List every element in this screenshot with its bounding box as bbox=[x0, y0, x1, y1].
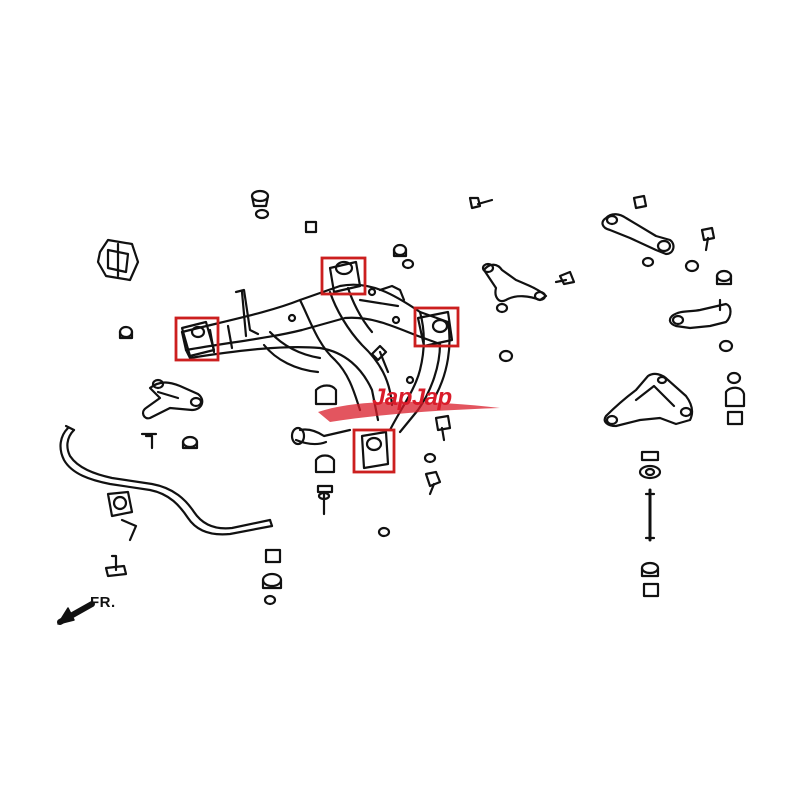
arm-bolt-left bbox=[140, 432, 199, 450]
right-mount-bushing-highlight bbox=[413, 306, 460, 348]
front-left-mount-bushing-highlight bbox=[174, 316, 220, 362]
upper-link-arm bbox=[481, 262, 548, 303]
subframe bbox=[180, 283, 451, 446]
shock-components bbox=[638, 450, 662, 598]
subframe-mount-bracket bbox=[96, 238, 140, 282]
front-center-mount-bushing-highlight bbox=[320, 256, 367, 296]
center-hardware bbox=[250, 189, 576, 606]
traction-rod bbox=[601, 194, 733, 286]
watermark-text: JapJap bbox=[372, 384, 452, 411]
arrow-left-down-icon bbox=[57, 601, 95, 625]
stabilizer-bar bbox=[59, 424, 274, 536]
stabilizer-bushing bbox=[104, 490, 138, 578]
lower-control-arm-right bbox=[603, 371, 746, 428]
upper-left-nut bbox=[118, 325, 134, 340]
rear-center-mount-bushing-highlight bbox=[352, 428, 396, 474]
watermark-logo bbox=[318, 401, 500, 422]
mount-bushings bbox=[180, 260, 454, 470]
front-direction-label: FR. bbox=[90, 594, 116, 611]
upper-control-arm-right bbox=[668, 298, 734, 353]
toe-control-arm bbox=[141, 378, 204, 420]
